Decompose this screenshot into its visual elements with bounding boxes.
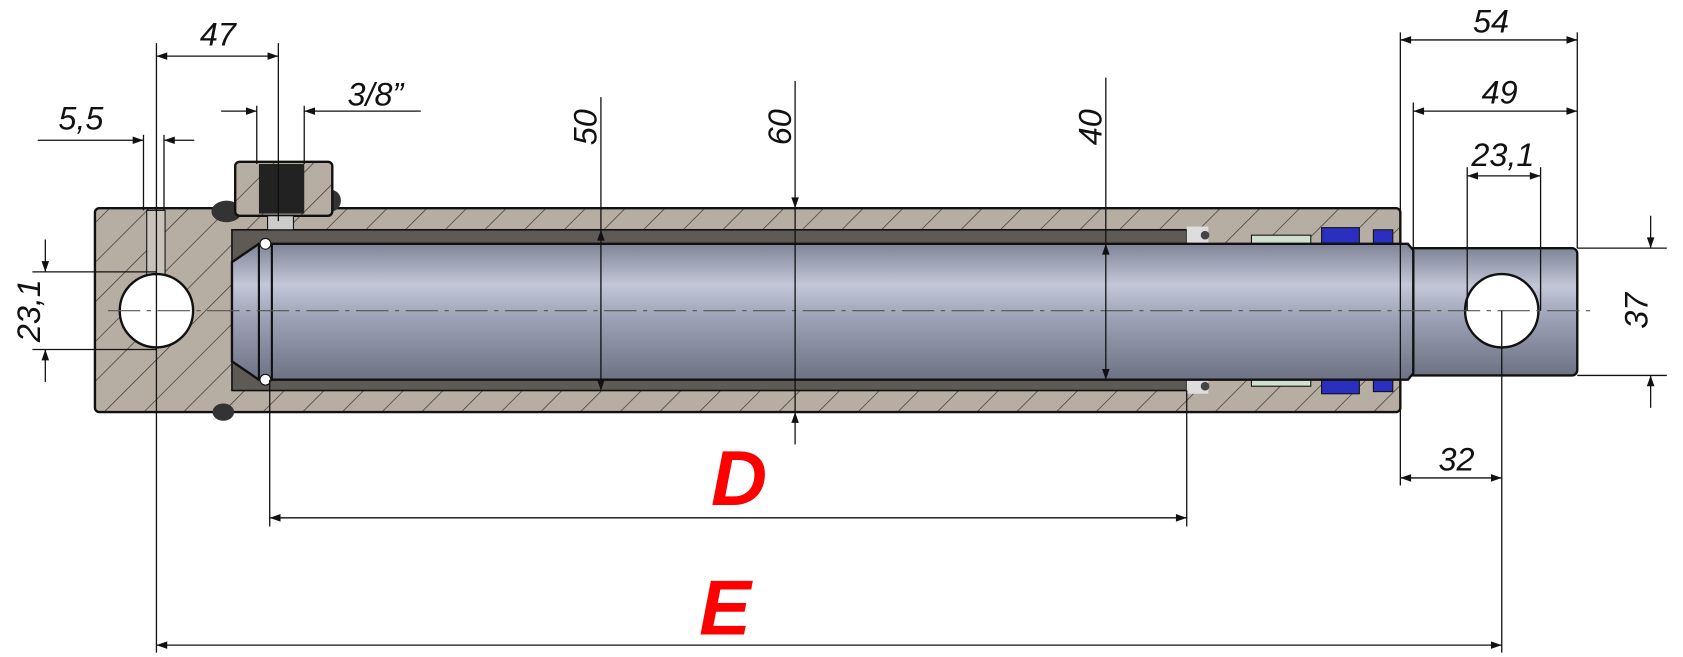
guide-bushing xyxy=(1250,234,1312,245)
wiper-seal xyxy=(1372,229,1394,245)
dim-rod-end-length: 49 xyxy=(1482,75,1518,111)
label-stroke-d: D xyxy=(711,436,767,522)
dim-rod-end-diameter: 37 xyxy=(1618,292,1654,329)
dim-port-offset: 47 xyxy=(200,16,237,52)
label-closed-length-e: E xyxy=(699,565,753,651)
port-fitting xyxy=(211,160,341,421)
dim-rod-end-total: 54 xyxy=(1473,3,1509,39)
dim-rod-pin-hole: 23,1 xyxy=(1470,137,1534,173)
dim-outer-diameter: 60 xyxy=(762,109,798,145)
dim-base-pin-hole: 23,1 xyxy=(11,279,47,343)
dim-rod-pin-offset: 32 xyxy=(1438,441,1474,477)
dim-slot-width: 5,5 xyxy=(58,100,104,136)
dim-rod-diameter: 40 xyxy=(1073,109,1109,145)
dim-bore: 50 xyxy=(568,109,604,145)
dim-port-thread: 3/8” xyxy=(348,77,405,113)
piston-rod xyxy=(230,237,1579,386)
dimension-lines xyxy=(32,32,1667,653)
rod-seal xyxy=(1321,227,1360,245)
